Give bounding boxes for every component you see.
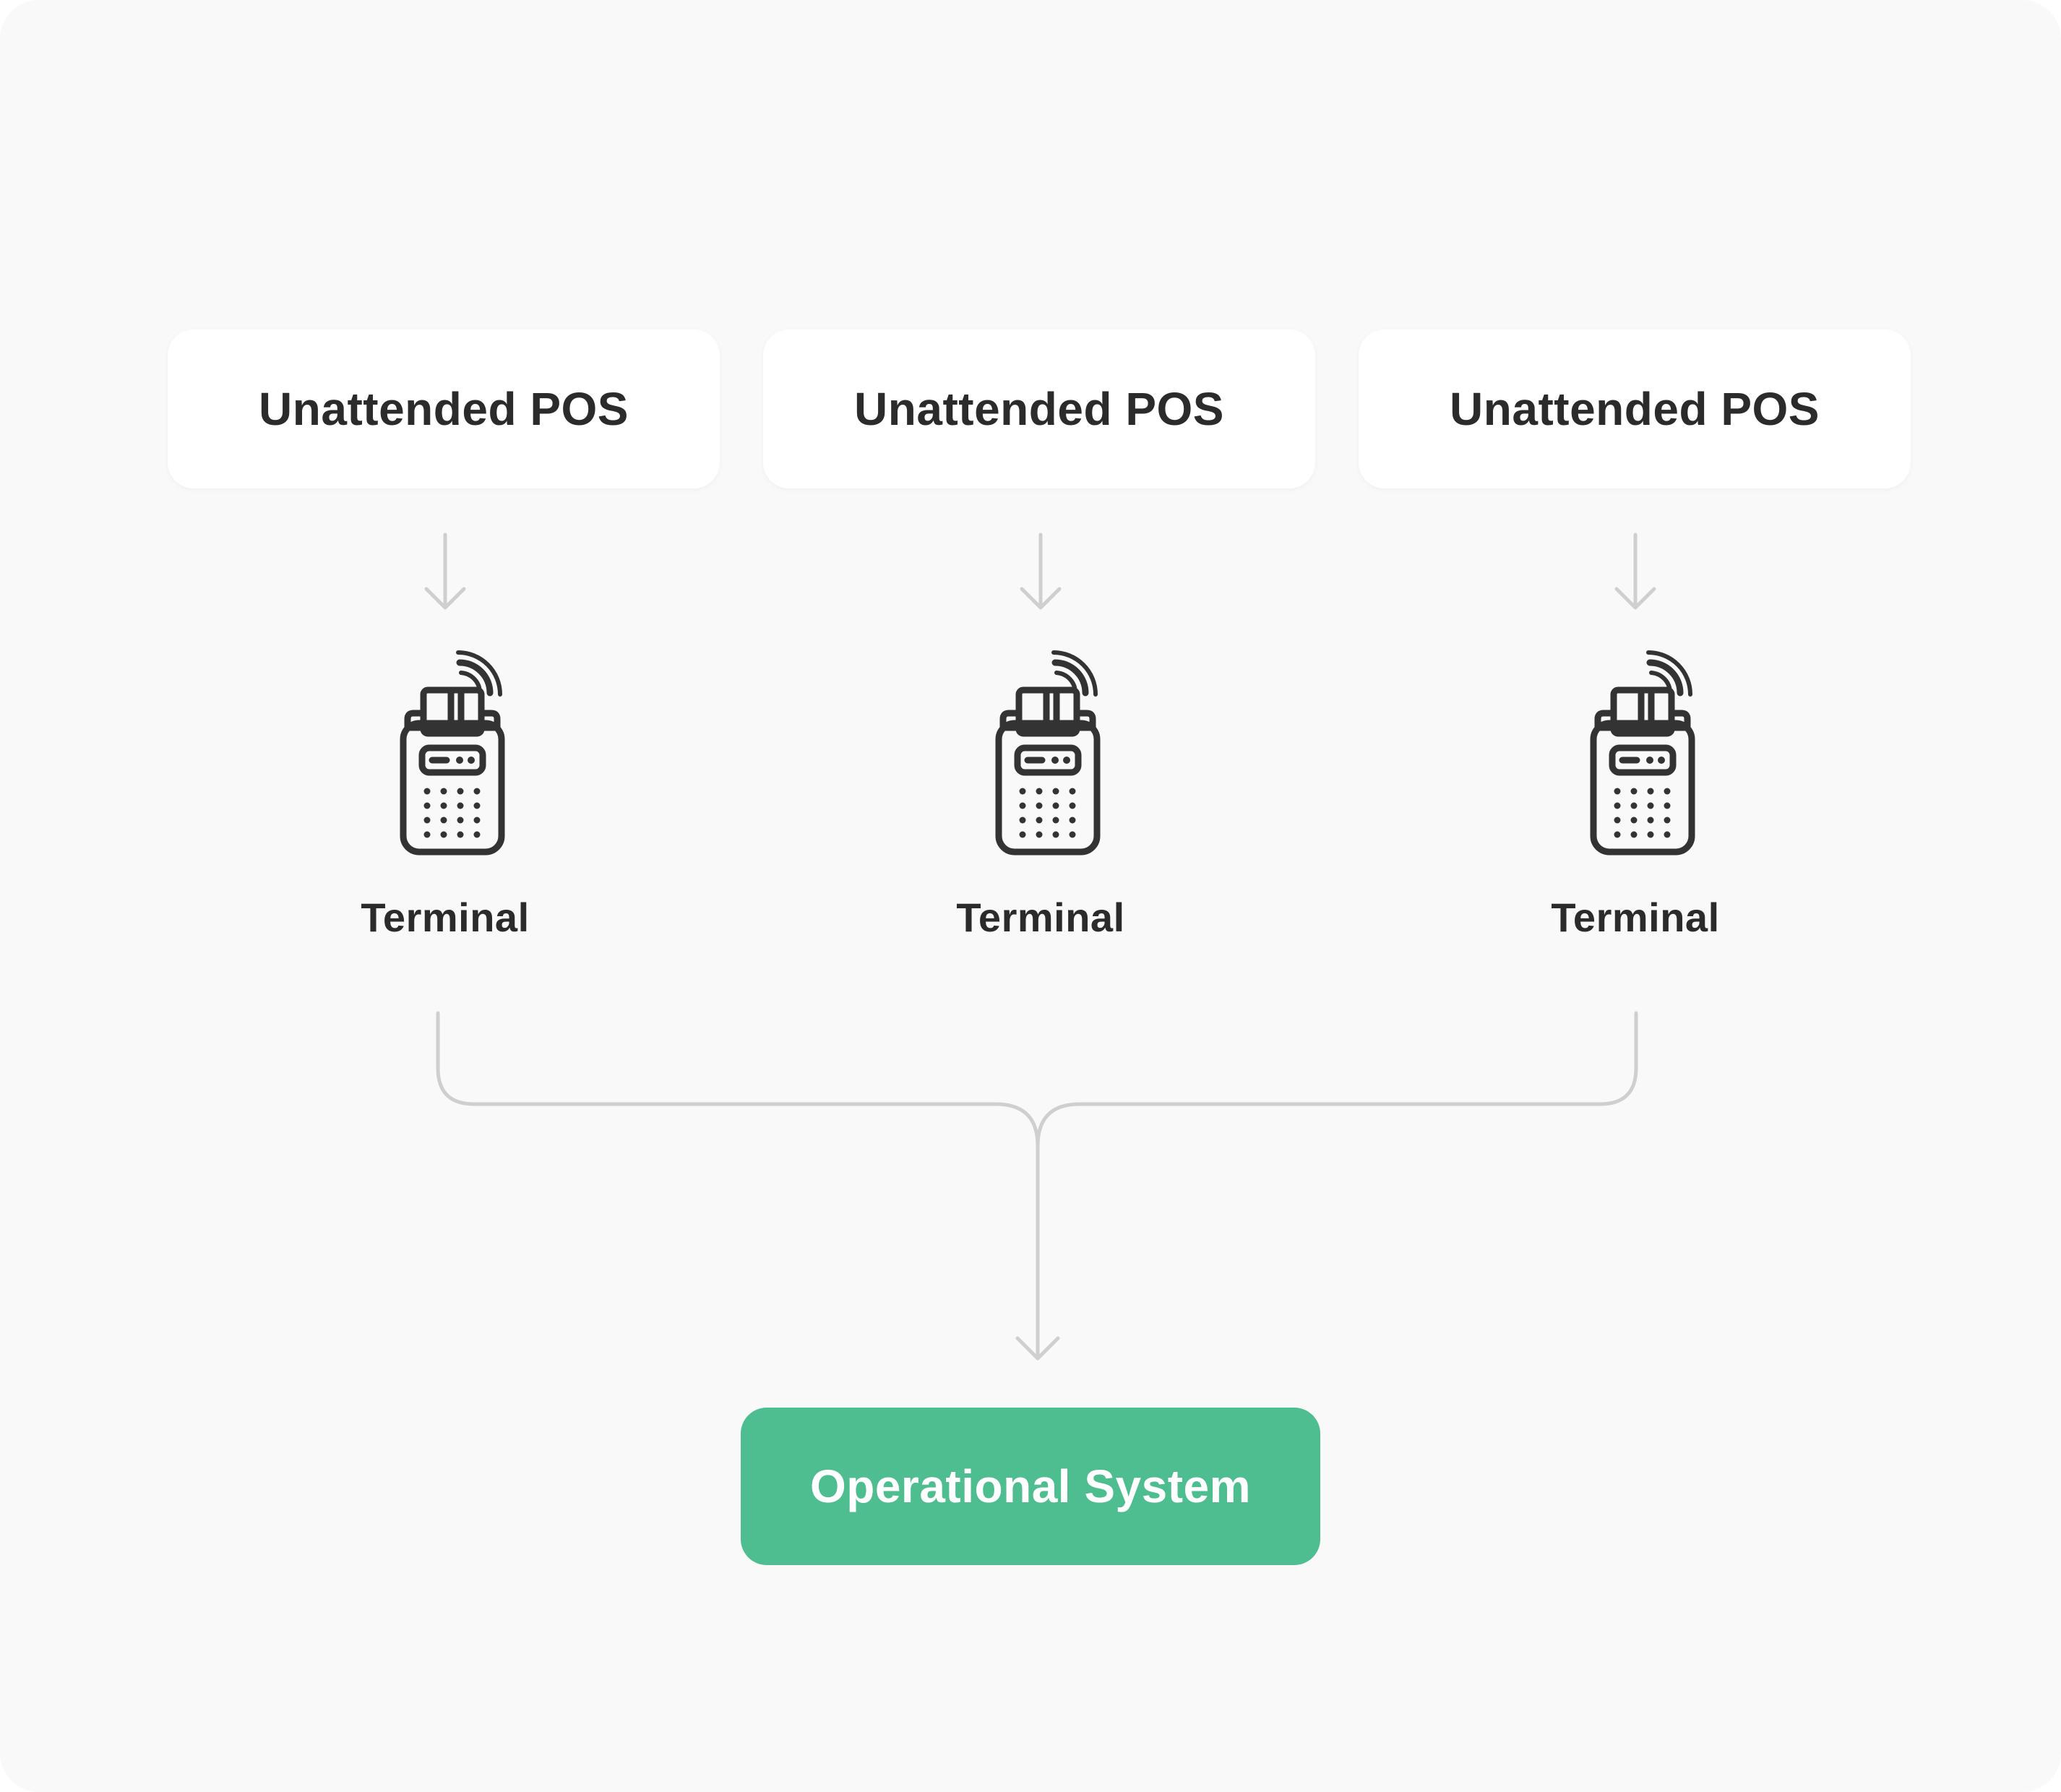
- operational-system-box: Operational System: [741, 1408, 1320, 1565]
- arrow-pos-2-to-terminal-2: [1020, 533, 1062, 610]
- terminal-node-3: Terminal: [1527, 647, 1744, 950]
- connector-terminal-1: [436, 1011, 1040, 1148]
- unattended-pos-box-3: Unattended POS: [1359, 329, 1911, 488]
- unattended-pos-box-1: Unattended POS: [168, 329, 720, 488]
- arrow-to-operational-system: [1015, 1144, 1060, 1361]
- terminal-label: Terminal: [361, 895, 530, 940]
- terminal-node-2: Terminal: [932, 647, 1149, 950]
- arrow-pos-1-to-terminal-1: [424, 533, 466, 610]
- unattended-pos-label: Unattended POS: [854, 383, 1224, 435]
- terminal-label: Terminal: [956, 895, 1125, 940]
- payment-terminal-icon: [1590, 650, 1695, 856]
- terminal-node-1: Terminal: [337, 647, 554, 950]
- arrow-pos-3-to-terminal-3: [1614, 533, 1656, 610]
- unattended-pos-label: Unattended POS: [1450, 383, 1820, 435]
- unattended-pos-label: Unattended POS: [259, 383, 629, 435]
- terminal-label: Terminal: [1551, 895, 1720, 940]
- unattended-pos-box-2: Unattended POS: [763, 329, 1315, 488]
- operational-system-label: Operational System: [809, 1460, 1252, 1512]
- payment-terminal-icon: [400, 650, 505, 856]
- payment-terminal-icon: [995, 650, 1101, 856]
- connector-terminal-3: [1036, 1011, 1638, 1148]
